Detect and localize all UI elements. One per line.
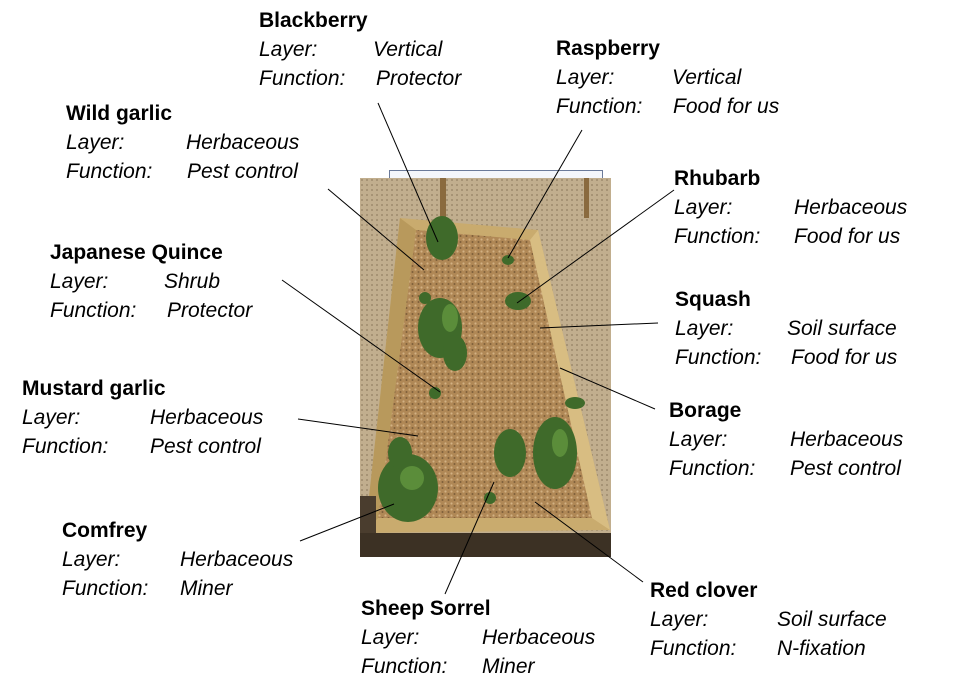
function-key: Function:	[556, 92, 673, 121]
function-value: Protector	[376, 64, 461, 93]
label-japanese-quince: Japanese Quince Layer:Shrub Function:Pro…	[50, 238, 252, 325]
plant-name: Red clover	[650, 576, 887, 605]
label-comfrey: Comfrey Layer:Herbaceous Function:Miner	[62, 516, 293, 603]
leader-line-comfrey	[300, 504, 394, 541]
layer-value: Vertical	[373, 35, 442, 64]
plant-name: Borage	[669, 396, 903, 425]
layer-value: Herbaceous	[186, 128, 299, 157]
layer-key: Layer:	[62, 545, 180, 574]
function-key: Function:	[675, 343, 791, 372]
layer-value: Herbaceous	[150, 403, 263, 432]
label-borage: Borage Layer:Herbaceous Function:Pest co…	[669, 396, 903, 483]
function-value: Pest control	[187, 157, 298, 186]
function-key: Function:	[259, 64, 376, 93]
function-value: Pest control	[150, 432, 261, 461]
leader-line-squash	[540, 323, 658, 328]
layer-value: Herbaceous	[790, 425, 903, 454]
label-rhubarb: Rhubarb Layer:Herbaceous Function:Food f…	[674, 164, 907, 251]
layer-key: Layer:	[674, 193, 794, 222]
label-wild-garlic: Wild garlic Layer:Herbaceous Function:Pe…	[66, 99, 299, 186]
plant-name: Blackberry	[259, 6, 461, 35]
plant-name: Squash	[675, 285, 897, 314]
leader-line-raspberry	[508, 130, 582, 258]
function-key: Function:	[22, 432, 150, 461]
function-value: N-fixation	[777, 634, 866, 663]
function-key: Function:	[50, 296, 167, 325]
leader-line-blackberry	[378, 103, 438, 242]
plant-name: Mustard garlic	[22, 374, 263, 403]
layer-value: Shrub	[164, 267, 220, 296]
plant-name: Japanese Quince	[50, 238, 252, 267]
function-key: Function:	[650, 634, 777, 663]
plant-name: Raspberry	[556, 34, 779, 63]
label-squash: Squash Layer:Soil surface Function:Food …	[675, 285, 897, 372]
function-value: Food for us	[791, 343, 897, 372]
plant-name: Wild garlic	[66, 99, 299, 128]
label-blackberry: Blackberry Layer:Vertical Function:Prote…	[259, 6, 461, 93]
function-value: Pest control	[790, 454, 901, 483]
layer-key: Layer:	[50, 267, 164, 296]
layer-value: Soil surface	[787, 314, 897, 343]
function-value: Food for us	[794, 222, 900, 251]
function-value: Miner	[482, 652, 535, 681]
function-value: Miner	[180, 574, 233, 603]
leader-line-japanese-quince	[282, 280, 440, 392]
layer-key: Layer:	[669, 425, 790, 454]
function-key: Function:	[66, 157, 187, 186]
leader-line-wild-garlic	[328, 189, 424, 270]
layer-key: Layer:	[66, 128, 186, 157]
function-key: Function:	[669, 454, 790, 483]
label-sheep-sorrel: Sheep Sorrel Layer:Herbaceous Function:M…	[361, 594, 595, 681]
layer-key: Layer:	[675, 314, 787, 343]
layer-key: Layer:	[22, 403, 150, 432]
function-key: Function:	[62, 574, 180, 603]
layer-value: Herbaceous	[794, 193, 907, 222]
layer-key: Layer:	[650, 605, 777, 634]
layer-value: Herbaceous	[180, 545, 293, 574]
leader-line-red-clover	[535, 502, 643, 582]
plant-name: Sheep Sorrel	[361, 594, 595, 623]
label-raspberry: Raspberry Layer:Vertical Function:Food f…	[556, 34, 779, 121]
leader-line-rhubarb	[517, 190, 674, 303]
layer-key: Layer:	[361, 623, 482, 652]
label-mustard-garlic: Mustard garlic Layer:Herbaceous Function…	[22, 374, 263, 461]
plant-name: Comfrey	[62, 516, 293, 545]
function-value: Food for us	[673, 92, 779, 121]
function-key: Function:	[674, 222, 794, 251]
label-red-clover: Red clover Layer:Soil surface Function:N…	[650, 576, 887, 663]
layer-value: Vertical	[672, 63, 741, 92]
layer-key: Layer:	[556, 63, 672, 92]
plant-name: Rhubarb	[674, 164, 907, 193]
leader-line-mustard-garlic	[298, 419, 418, 436]
leader-line-sheep-sorrel	[445, 482, 494, 594]
layer-key: Layer:	[259, 35, 373, 64]
layer-value: Soil surface	[777, 605, 887, 634]
leader-line-borage	[560, 368, 655, 409]
function-value: Protector	[167, 296, 252, 325]
layer-value: Herbaceous	[482, 623, 595, 652]
function-key: Function:	[361, 652, 482, 681]
